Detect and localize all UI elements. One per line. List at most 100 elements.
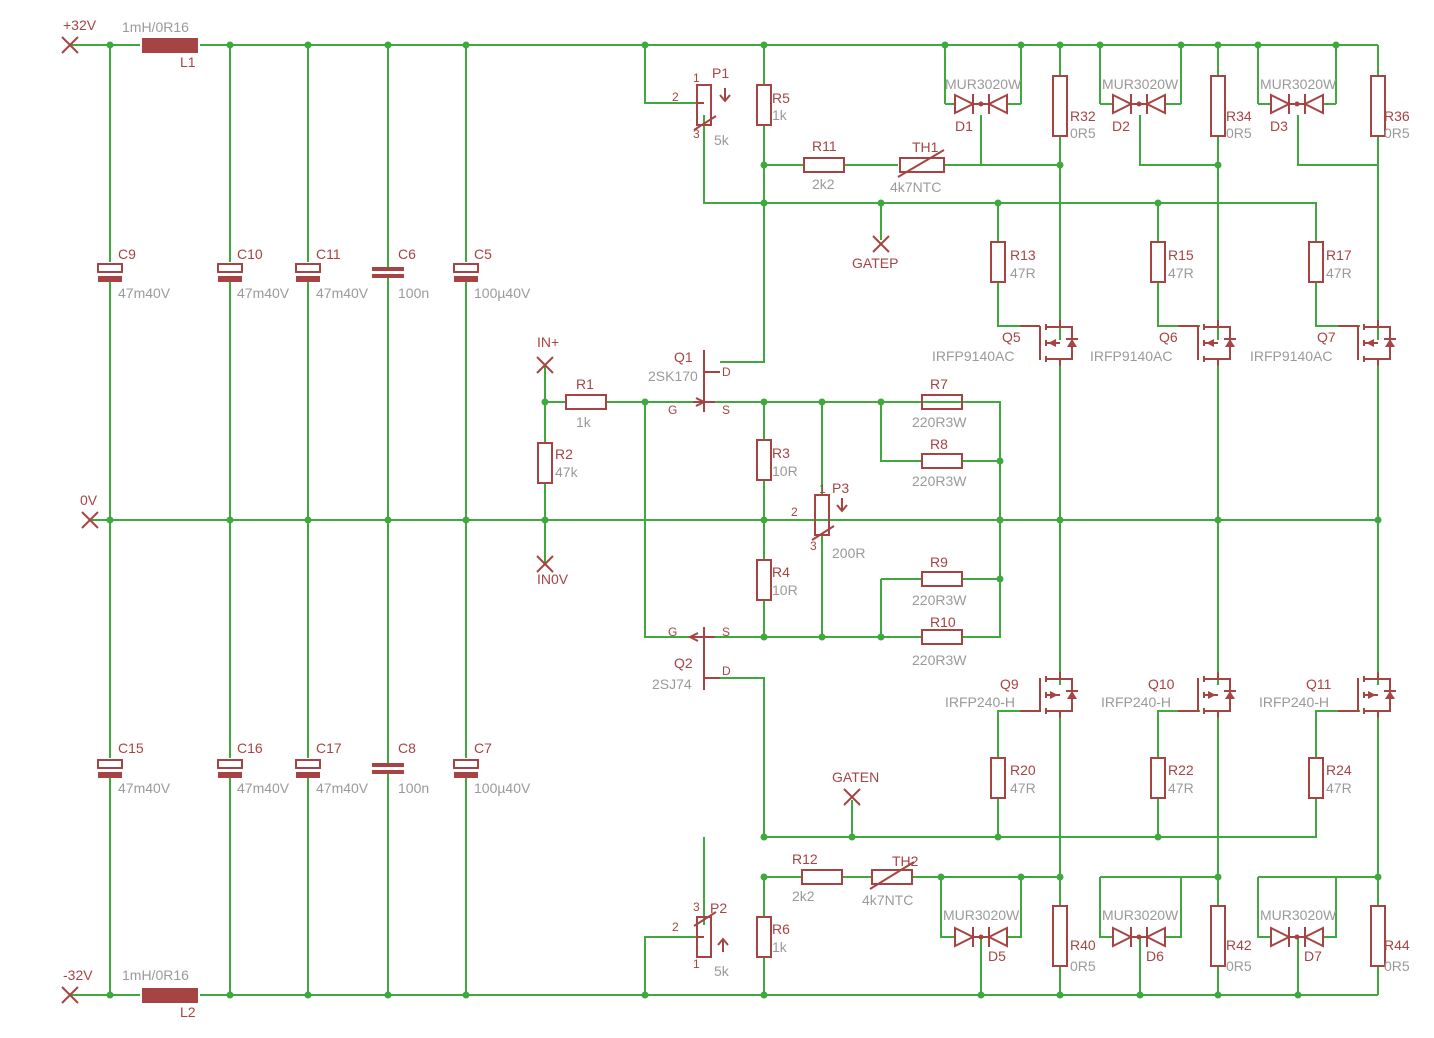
- capacitor-C6[interactable]: C6 100n: [372, 246, 429, 301]
- resistor-R40[interactable]: R40 0R5: [1052, 905, 1096, 974]
- cap-plate-icon: [372, 763, 404, 767]
- resistor-R24[interactable]: R24 47R: [1308, 757, 1352, 799]
- connector-minus32v[interactable]: -32V: [61, 967, 93, 1004]
- wire-junction: [818, 633, 826, 641]
- capacitor-C5[interactable]: C5 100µ40V: [453, 246, 531, 301]
- potentiometer-P1[interactable]: P1 5k 1 2 3: [672, 65, 731, 148]
- inductor-L2[interactable]: L2 1mH/0R16: [122, 967, 198, 1020]
- resistor-R3[interactable]: R3 10R: [756, 439, 798, 481]
- capacitor-C16[interactable]: C16 47m40V: [217, 740, 290, 796]
- mosfet-Q5-body[interactable]: [1020, 320, 1078, 366]
- mosfet-Q9-body[interactable]: [1020, 672, 1078, 718]
- connector-plus32v[interactable]: +32V: [61, 17, 97, 54]
- resistor-body: [756, 559, 772, 601]
- wire-junction: [1017, 41, 1025, 49]
- capacitor-C11[interactable]: C11 47m40V: [295, 246, 369, 301]
- connector-in0v[interactable]: IN0V: [536, 555, 569, 587]
- capacitor-C10[interactable]: C10 47m40V: [217, 246, 290, 301]
- wire-junction: [462, 991, 470, 999]
- mosfet-Q6-body[interactable]: [1178, 320, 1236, 366]
- capacitor-C15[interactable]: C15 47m40V: [97, 740, 171, 796]
- capacitor-C17[interactable]: C17 47m40V: [295, 740, 369, 796]
- label-plus32v: +32V: [63, 17, 97, 33]
- value-R8: 220R3W: [912, 473, 967, 489]
- value-Q2: 2SJ74: [652, 676, 692, 692]
- resistor-R7[interactable]: R7 220R3W: [912, 376, 967, 430]
- thermistor-TH2[interactable]: TH2 4k7NTC: [862, 853, 919, 908]
- value-R40: 0R5: [1070, 958, 1096, 974]
- pin-number: 2: [672, 920, 679, 934]
- wire-junction: [1056, 991, 1064, 999]
- diode-D5-body[interactable]: [954, 926, 1008, 948]
- jfet-Q1[interactable]: Q1 2SK170 D G S: [648, 349, 731, 417]
- diode-icon: [954, 926, 976, 948]
- diode-D7-body[interactable]: [1270, 926, 1324, 948]
- diode-icon: [1302, 926, 1324, 948]
- resistor-R5[interactable]: R5 1k: [756, 84, 790, 126]
- jfet-Q2[interactable]: Q2 2SJ74 D G S: [652, 625, 731, 692]
- potentiometer-P3[interactable]: P3 200R 1 2 3: [791, 480, 865, 561]
- resistor-R42[interactable]: R42 0R5: [1210, 905, 1252, 974]
- resistor-R11[interactable]: R11 2k2: [803, 138, 845, 192]
- cap-plate-icon: [296, 276, 320, 282]
- resistor-R17[interactable]: R17 47R: [1308, 241, 1352, 283]
- potentiometer-P2[interactable]: P2 5k 3 2 1: [672, 900, 730, 979]
- connector-x-icon: [61, 36, 79, 54]
- mosfet-Q10-body[interactable]: [1178, 672, 1236, 718]
- connector-gatep[interactable]: GATEP: [852, 235, 898, 271]
- resistor-R44[interactable]: R44 0R5: [1370, 905, 1410, 974]
- resistor-R9[interactable]: R9 220R3W: [912, 554, 967, 608]
- jfet-symbol-icon: [693, 627, 720, 690]
- resistor-R2[interactable]: R2 47k: [537, 442, 579, 484]
- resistor-R10[interactable]: R10 220R3W: [912, 614, 967, 668]
- resistor-R32[interactable]: R32 0R5: [1052, 75, 1096, 141]
- ref-R12: R12: [792, 851, 818, 867]
- cap-plate-icon: [98, 276, 122, 282]
- wire-junction: [1136, 991, 1144, 999]
- ref-R10: R10: [930, 614, 956, 630]
- capacitor-C8[interactable]: C8 100n: [372, 740, 429, 796]
- resistor-R22[interactable]: R22 47R: [1150, 757, 1194, 799]
- wire-junction: [304, 991, 312, 999]
- inductor-L1[interactable]: L1 1mH/0R16: [122, 19, 198, 70]
- value-R7: 220R3W: [912, 414, 967, 430]
- cap-plate-icon: [454, 772, 478, 778]
- wire-junction: [994, 199, 1002, 207]
- mosfet-Q11-body[interactable]: [1338, 672, 1396, 718]
- resistor-R4[interactable]: R4 10R: [756, 559, 798, 601]
- ref-D3: D3: [1270, 118, 1288, 134]
- resistor-body: [756, 439, 772, 481]
- diode-D1-body[interactable]: [954, 93, 1008, 115]
- resistor-body: [803, 157, 845, 173]
- connector-gaten[interactable]: GATEN: [832, 769, 879, 806]
- resistor-R8[interactable]: R8 220R3W: [912, 436, 967, 489]
- wire-junction: [1177, 41, 1185, 49]
- cap-plate-icon: [372, 770, 404, 774]
- value-TH1: 4k7NTC: [890, 179, 941, 195]
- capacitor-C9[interactable]: C9 47m40V: [97, 246, 171, 301]
- value-R5: 1k: [772, 107, 788, 123]
- inductor-body: [142, 38, 198, 53]
- resistor-R15[interactable]: R15 47R: [1150, 241, 1194, 283]
- connector-in-plus[interactable]: IN+: [536, 334, 559, 374]
- connector-0v[interactable]: 0V: [80, 492, 99, 529]
- diode-D2-body[interactable]: [1112, 93, 1166, 115]
- thermistor-TH1[interactable]: TH1 4k7NTC: [890, 139, 945, 195]
- value-Q11: IRFP240-H: [1259, 694, 1329, 710]
- diode-icon: [1270, 93, 1292, 115]
- resistor-R34[interactable]: R34 0R5: [1210, 75, 1252, 141]
- resistor-R13[interactable]: R13 47R: [990, 241, 1036, 283]
- resistor-R1[interactable]: R1 1k: [565, 376, 607, 430]
- wire-junction: [760, 991, 768, 999]
- resistor-R20[interactable]: R20 47R: [990, 757, 1036, 799]
- resistor-R12[interactable]: R12 2k2: [792, 851, 843, 904]
- resistor-R36[interactable]: R36 0R5: [1370, 75, 1410, 141]
- resistor-R6[interactable]: R6 1k: [756, 916, 790, 958]
- capacitor-C7[interactable]: C7 100µ40V: [453, 740, 531, 796]
- diode-D3-body[interactable]: [1270, 93, 1324, 115]
- mosfet-Q7-body[interactable]: [1338, 320, 1396, 366]
- pin-number: 3: [810, 539, 817, 553]
- ref-C9: C9: [118, 246, 136, 262]
- value-C10: 47m40V: [237, 285, 290, 301]
- diode-D6-body[interactable]: [1112, 926, 1166, 948]
